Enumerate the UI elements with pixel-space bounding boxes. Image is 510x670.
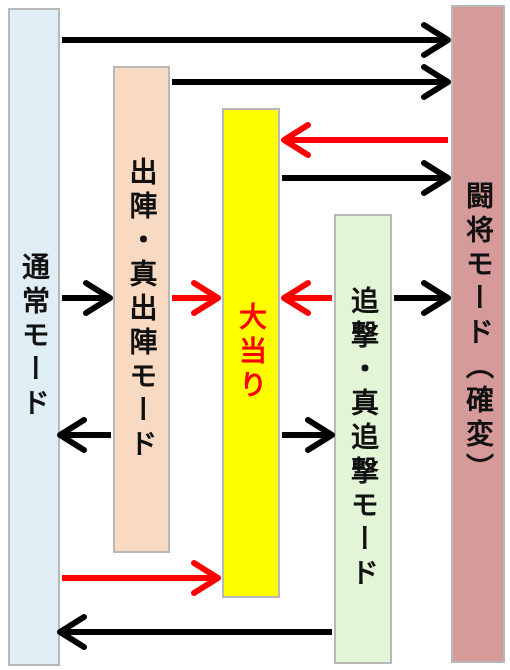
arrow-sortie-to-normal <box>57 417 111 453</box>
arrow-jackpot-to-chase <box>282 417 335 453</box>
jackpot-label: 大当り <box>235 302 268 404</box>
arrow-normal-to-jackpot <box>62 560 221 596</box>
normal-mode-box: 通常モード <box>8 8 60 666</box>
arrow-chase-to-fight <box>394 280 451 316</box>
fight-mode-label: 闘将モード（確変） <box>462 181 495 487</box>
arrow-sortie-to-jackpot <box>172 280 221 316</box>
arrow-jackpot-to-fight <box>282 160 451 196</box>
jackpot-box: 大当り <box>222 108 280 598</box>
arrow-sortie-to-fight <box>172 64 451 100</box>
sortie-mode-box: 出陣・真出陣モード <box>113 66 170 553</box>
fight-mode-box: 闘将モード（確変） <box>451 5 505 663</box>
sortie-mode-label: 出陣・真出陣モード <box>125 156 159 463</box>
normal-mode-label: 通常モード <box>18 252 51 422</box>
chase-mode-box: 追撃・真追撃モード <box>334 214 392 664</box>
chase-mode-label: 追撃・真追撃モード <box>347 286 380 592</box>
arrow-chase-to-jackpot <box>281 280 332 316</box>
arrow-normal-to-sortie <box>62 280 113 316</box>
arrow-chase-to-normal <box>57 614 332 650</box>
arrow-fight-to-jackpot <box>281 122 448 158</box>
arrow-normal-to-fight <box>62 22 451 58</box>
